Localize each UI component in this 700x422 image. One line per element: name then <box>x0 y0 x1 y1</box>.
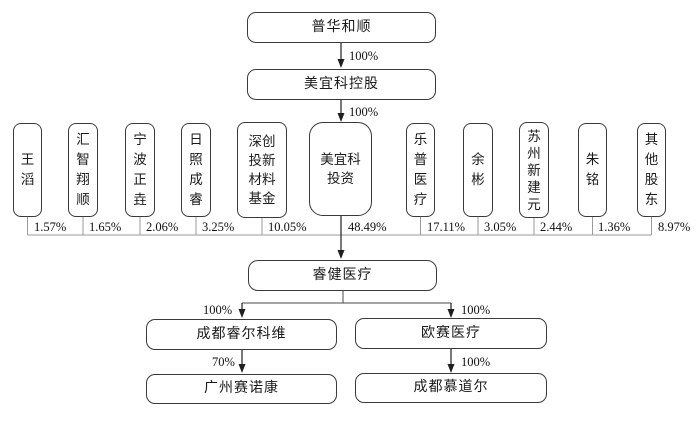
edge-pct-ruijian-to-ruierkewei: 100% <box>203 303 233 317</box>
node-label: 日照成睿 <box>189 132 203 207</box>
node-label: 美宜科控股 <box>304 76 379 92</box>
node-label: 成都睿尔科维 <box>196 326 287 342</box>
ownership-pct-wang-tao: 1.57% <box>34 220 67 234</box>
node-label: 其他股东 <box>644 132 659 207</box>
node-lepu-medical: 乐普医疗 <box>406 123 435 217</box>
edge-pct-holding-to-investment: 100% <box>349 105 379 119</box>
node-label: 余彬 <box>471 152 485 187</box>
ownership-pct-other-shareholders: 8.97% <box>658 220 691 234</box>
node-puhuaheshun: 普华和顺 <box>247 12 436 43</box>
node-label: 宁波正垚 <box>133 132 147 207</box>
node-chengdu-mudaoer: 成都慕道尔 <box>355 373 547 403</box>
node-wang-tao: 王滔 <box>13 123 42 217</box>
node-huizhi-xiangshun: 汇智翔顺 <box>68 123 98 217</box>
node-ousai-medical: 欧赛医疗 <box>355 318 547 349</box>
node-yu-bin: 余彬 <box>463 123 493 217</box>
node-label: 成都慕道尔 <box>413 380 489 395</box>
ownership-pct-suzhou-xinjianyuan: 2.44% <box>540 220 573 234</box>
ownership-pct-zhu-ming: 1.36% <box>598 220 631 234</box>
node-label: 王滔 <box>20 152 35 187</box>
ownership-pct-huizhi-xiangshun: 1.65% <box>89 220 122 234</box>
ownership-pct-ningbo-zhengyao: 2.06% <box>146 220 179 234</box>
node-meiyike-investment: 美宜科投资 <box>309 122 372 216</box>
node-guangzhou-sainuokang: 广州赛诺康 <box>146 374 337 404</box>
node-label: 广州赛诺康 <box>204 381 279 396</box>
ownership-pct-meiyike-investment: 48.49% <box>348 220 387 234</box>
node-label: 普华和顺 <box>311 19 372 35</box>
node-chengdu-ruierkewei: 成都睿尔科维 <box>146 319 337 350</box>
node-ruijian-medical: 睿健医疗 <box>248 260 437 291</box>
node-meiyike-holding: 美宜科控股 <box>247 69 436 100</box>
ownership-pct-lepu-medical: 17.11% <box>427 220 466 234</box>
node-label: 朱铭 <box>585 152 600 187</box>
ownership-pct-shenchuangtou-fund: 10.05% <box>268 220 307 234</box>
edge-pct-puhua-to-holding: 100% <box>349 49 379 63</box>
edge-pct-ruierkewei-to-sainuokang: 70% <box>212 355 235 369</box>
node-rizhao-chengrui: 日照成睿 <box>181 123 211 217</box>
node-label: 欧赛医疗 <box>421 325 481 341</box>
node-label: 睿健医疗 <box>312 267 373 283</box>
node-suzhou-xinjianyuan: 苏州新建元 <box>519 122 549 218</box>
node-other-shareholders: 其他股东 <box>637 123 666 217</box>
node-label: 乐普医疗 <box>413 132 428 207</box>
ownership-pct-yu-bin: 3.05% <box>484 220 517 234</box>
node-label: 苏州新建元 <box>527 128 541 212</box>
node-label: 美宜科投资 <box>320 152 361 186</box>
edge-pct-ousai-to-mudaoer: 100% <box>461 355 491 369</box>
node-label: 深创投新材料基金 <box>248 134 276 206</box>
node-zhu-ming: 朱铭 <box>578 123 607 217</box>
node-ningbo-zhengyao: 宁波正垚 <box>125 123 155 217</box>
edge-pct-ruijian-to-ousai: 100% <box>461 303 491 317</box>
ownership-pct-rizhao-chengrui: 3.25% <box>202 220 235 234</box>
node-label: 汇智翔顺 <box>76 132 90 207</box>
node-shenchuangtou-new-materials-fund: 深创投新材料基金 <box>237 122 287 218</box>
